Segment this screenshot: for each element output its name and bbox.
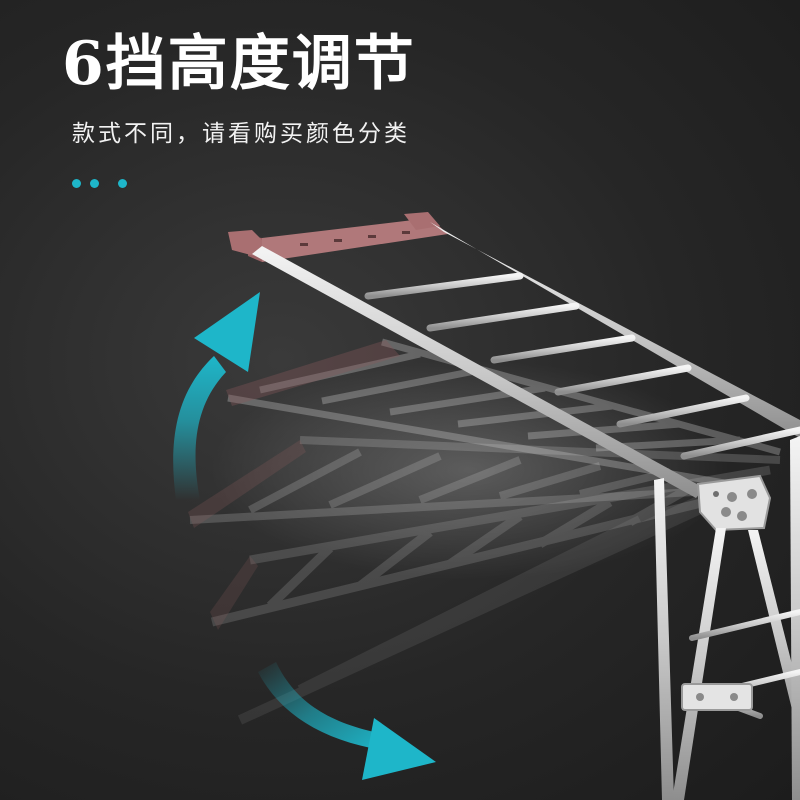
accent-dots <box>72 179 132 189</box>
hinge-joint <box>696 474 772 532</box>
accent-dot <box>90 179 99 188</box>
ghost-rack-wings <box>188 338 781 725</box>
end-plate <box>262 218 448 262</box>
motion-glow <box>210 360 730 580</box>
accent-dot <box>72 179 81 188</box>
headline: 6挡高度调节 <box>62 29 416 99</box>
accent-dot <box>118 179 127 188</box>
subline: 款式不同，请看购买颜色分类 <box>72 121 410 147</box>
up-arrow-icon <box>173 292 260 500</box>
rack-top-wing <box>228 212 800 498</box>
rack-legs <box>654 436 800 800</box>
down-arrow-icon <box>258 662 436 780</box>
lower-hinge <box>681 683 753 711</box>
